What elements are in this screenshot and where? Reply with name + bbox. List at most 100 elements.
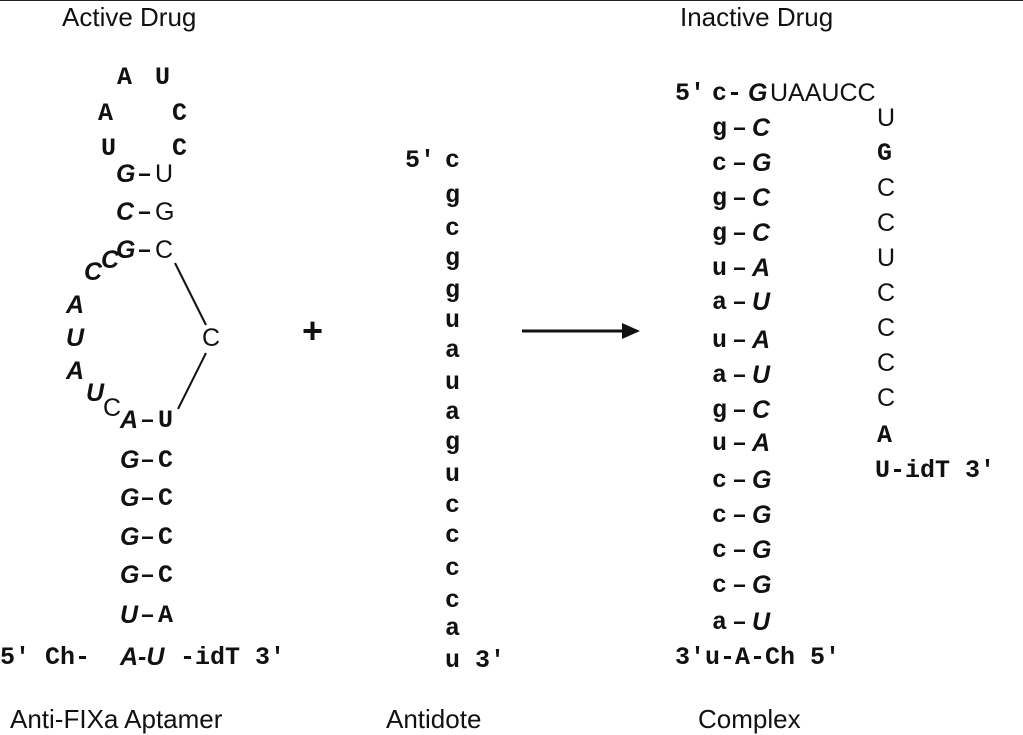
- aptamer-loop-nt: C: [172, 134, 188, 163]
- reaction-arrow-icon: [522, 323, 640, 339]
- pair-dash: –: [732, 114, 748, 143]
- pair-dash: –: [732, 608, 748, 637]
- complex-loop-nt: C: [877, 209, 896, 237]
- pair-dash: –: [140, 523, 156, 552]
- aptamer-stem-nt: G: [116, 236, 136, 264]
- aptamer-stem-nt: G: [155, 198, 175, 226]
- aptamer-bulge-nt: A: [66, 357, 85, 385]
- aptamer-loop-nt: A: [117, 63, 133, 92]
- antidote-nt: c: [445, 214, 461, 243]
- aptamer-bulge-nt: U: [86, 379, 105, 407]
- aptamer-stem-nt: U: [155, 160, 174, 188]
- aptamer-stem-nt: C: [158, 484, 174, 513]
- antidote-nt: a: [445, 398, 461, 427]
- complex-pair-nt: G: [752, 571, 772, 599]
- complex-nt: c-: [712, 79, 743, 108]
- aptamer-stem-nt: G: [120, 561, 140, 589]
- complex-pair-nt: A: [752, 429, 771, 457]
- aptamer-stem-nt: C: [155, 236, 174, 264]
- complex-pair-nt: G: [752, 149, 772, 177]
- aptamer-bulge-nt: C: [103, 394, 122, 422]
- complex-loop-nt: UAAUCC: [770, 79, 876, 107]
- complex-pair-nt: U: [752, 361, 771, 389]
- aptamer-stem-nt: C: [116, 198, 135, 226]
- pair-dash: –: [140, 484, 156, 513]
- plus-sign: +: [302, 310, 324, 351]
- pair-dash: –: [732, 219, 748, 248]
- pair-dash: –: [137, 160, 153, 189]
- bulge-line-lower: [177, 352, 207, 410]
- antidote-nt: u: [445, 646, 461, 675]
- complex-loop-nt: C: [877, 349, 896, 377]
- complex-pair-nt: G: [752, 466, 772, 494]
- complex-pair-nt: G: [752, 536, 772, 564]
- complex-nt: G: [748, 79, 768, 107]
- pair-dash: –: [732, 466, 748, 495]
- aptamer-stem-nt: U: [158, 406, 174, 435]
- pair-dash: –: [140, 601, 156, 630]
- pair-dash: –: [732, 326, 748, 355]
- antidote-3prime-label: 3′: [475, 646, 506, 675]
- aptamer-stem-nt: G: [120, 446, 140, 474]
- antidote-nt: c: [445, 491, 461, 520]
- complex-pair-nt: g: [712, 219, 728, 248]
- complex-pair-nt: U: [752, 288, 771, 316]
- pair-dash: –: [732, 501, 748, 530]
- antidote-nt: c: [445, 521, 461, 550]
- complex-pair-nt: C: [752, 114, 771, 142]
- antidote-nt: u: [445, 460, 461, 489]
- aptamer-stem-nt: C: [158, 561, 174, 590]
- complex-pair-nt: G: [752, 501, 772, 529]
- complex-3prime-end: 3′u-A-Ch 5′: [675, 643, 841, 672]
- pair-dash: –: [137, 236, 153, 265]
- header-inactive-drug: Inactive Drug: [680, 2, 834, 32]
- complex-pair-nt: A: [752, 326, 771, 354]
- complex-loop-nt: U: [877, 244, 896, 272]
- complex-pair-nt: c: [712, 501, 728, 530]
- pair-dash: –: [732, 429, 748, 458]
- pair-dash: –: [732, 184, 748, 213]
- pair-dash: –: [732, 396, 748, 425]
- aptamer-stem-nt: G: [120, 484, 140, 512]
- complex-pair-nt: c: [712, 571, 728, 600]
- antidote-nt: g: [445, 276, 461, 305]
- complex-pair-nt: c: [712, 149, 728, 178]
- complex-loop-nt: G: [877, 139, 893, 168]
- aptamer-loop-nt: A: [98, 99, 114, 128]
- complex-pair-nt: U: [752, 608, 771, 636]
- caption-aptamer: Anti-FIXa Aptamer: [10, 704, 223, 734]
- complex-pair-nt: C: [752, 184, 771, 212]
- antidote-nt: a: [445, 336, 461, 365]
- aptamer-stem-nt: A: [158, 601, 174, 630]
- aptamer-stem-nt: C: [158, 446, 174, 475]
- aptamer-stem-nt: G: [116, 160, 136, 188]
- aptamer-bulge-nt: U: [66, 324, 85, 352]
- pair-dash: –: [732, 288, 748, 317]
- aptamer-stem-nt: A: [120, 406, 139, 434]
- aptamer-3prime-end: -idT 3′: [180, 643, 286, 672]
- aptamer-loop-nt: U: [101, 134, 117, 163]
- aptamer-bulge-nt: A: [66, 291, 85, 319]
- complex-pair-nt: g: [712, 184, 728, 213]
- aptamer-5prime-end: 5′ Ch-: [0, 643, 91, 672]
- antidote-nt: c: [445, 554, 461, 583]
- complex-3prime-tail: U-idT 3′: [875, 456, 996, 485]
- pair-dash: –: [140, 446, 156, 475]
- pair-dash: –: [137, 198, 153, 227]
- pair-dash: –: [140, 406, 156, 435]
- complex-pair-nt: A: [752, 254, 771, 282]
- complex-pair-nt: u: [712, 429, 728, 458]
- complex-pair-nt: c: [712, 536, 728, 565]
- pair-dash: –: [732, 254, 748, 283]
- antidote-nt: u: [445, 368, 461, 397]
- aptamer-terminal-pair: A-U: [120, 643, 165, 671]
- pair-dash: –: [732, 149, 748, 178]
- antidote-nt: g: [445, 181, 461, 210]
- aptamer-bulge-nt: C: [84, 258, 103, 286]
- aptamer-bulge-nt: C: [101, 246, 120, 274]
- complex-loop-nt: C: [877, 384, 896, 412]
- aptamer-stem-nt: U: [120, 601, 139, 629]
- complex-loop-nt: A: [877, 421, 893, 450]
- aptamer-stem-nt: C: [158, 523, 174, 552]
